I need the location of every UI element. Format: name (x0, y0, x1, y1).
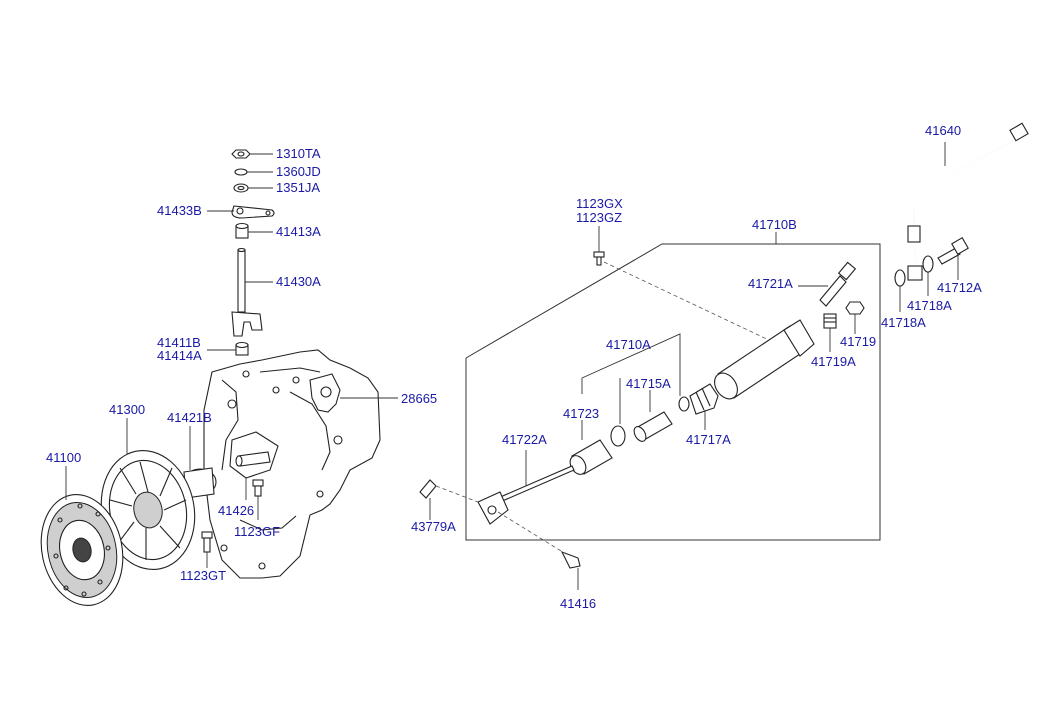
label-28665[interactable]: 28665 (401, 391, 437, 406)
label-1123GZ[interactable]: 1123GZ (576, 210, 622, 225)
bushing-part (235, 341, 249, 356)
nut-part (233, 183, 249, 193)
bolt-part (593, 226, 791, 351)
release-bearing-part (183, 426, 217, 499)
slave-cylinder-body-part (714, 319, 815, 400)
label-41722A[interactable]: 41722A (502, 432, 547, 447)
label-41426[interactable]: 41426 (218, 503, 254, 518)
label-41718A-left[interactable]: 41718A (881, 315, 926, 330)
label-41719[interactable]: 41719 (840, 334, 876, 349)
washer-part (894, 269, 906, 287)
washer-part (234, 168, 248, 176)
label-41414A[interactable]: 41414A (157, 348, 202, 363)
bolt-part (252, 479, 264, 497)
label-41710B[interactable]: 41710B (752, 217, 797, 232)
label-1123GF[interactable]: 1123GF (234, 524, 280, 539)
label-41718A-right[interactable]: 41718A (907, 298, 952, 313)
pin-part (497, 511, 581, 590)
label-41430A[interactable]: 41430A (276, 274, 321, 289)
label-1123GX[interactable]: 1123GX (576, 196, 623, 211)
bolt-part (937, 237, 969, 280)
part-labels: 1310TA 1360JD 1351JA 41433B 41413A 41430… (46, 123, 982, 611)
label-1123GT[interactable]: 1123GT (180, 568, 226, 583)
label-41721A[interactable]: 41721A (748, 276, 793, 291)
label-1351JA[interactable]: 1351JA (276, 180, 320, 195)
bushing-part (235, 222, 249, 239)
retaining-ring-part (610, 425, 626, 447)
label-41712A[interactable]: 41712A (937, 280, 982, 295)
nut-part (231, 149, 251, 159)
label-43779A[interactable]: 43779A (411, 519, 456, 534)
clutch-hose-part (907, 122, 1029, 281)
shift-shaft-assembly (207, 149, 275, 356)
seal-ring-part (678, 396, 690, 412)
shift-shaft-part (231, 247, 263, 337)
clevis-pin-part (419, 479, 479, 520)
label-41411B[interactable]: 41411B (157, 335, 201, 350)
label-41300[interactable]: 41300 (109, 402, 145, 417)
label-41719A[interactable]: 41719A (811, 354, 856, 369)
lever-part (231, 205, 275, 219)
clutch-disc-part (40, 466, 124, 606)
label-41100[interactable]: 41100 (46, 450, 81, 465)
label-41717A[interactable]: 41717A (686, 432, 731, 447)
label-41413A[interactable]: 41413A (276, 224, 321, 239)
bolt-part (201, 531, 213, 568)
push-rod-part (477, 450, 575, 525)
cap-part (845, 301, 865, 334)
washer-part (922, 255, 934, 273)
boot-part (689, 383, 719, 430)
label-41421B[interactable]: 41421B (167, 410, 212, 425)
slave-cylinder-frame (465, 232, 881, 541)
dust-boot-part (569, 439, 613, 475)
kit-bracket-lines (581, 333, 681, 440)
label-41715A[interactable]: 41715A (626, 376, 671, 391)
spring-part (823, 313, 837, 352)
label-41640[interactable]: 41640 (925, 123, 961, 138)
piston-part (633, 390, 673, 442)
label-41416[interactable]: 41416 (560, 596, 596, 611)
label-41710A[interactable]: 41710A (606, 337, 651, 352)
label-1310TA[interactable]: 1310TA (276, 146, 321, 161)
label-41723[interactable]: 41723 (563, 406, 599, 421)
transmission-housing (203, 349, 398, 579)
bleeder-screw-part (798, 261, 857, 307)
label-41433B[interactable]: 41433B (157, 203, 202, 218)
label-1360JD[interactable]: 1360JD (276, 164, 321, 179)
